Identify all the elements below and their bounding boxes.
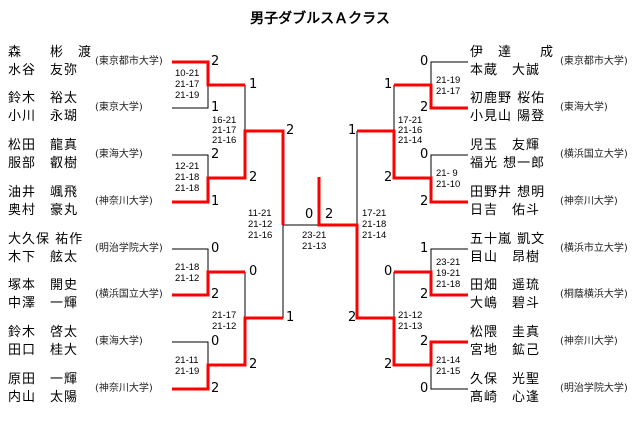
games-won: 2	[384, 357, 393, 372]
university-label: (横浜国立大学)	[560, 149, 628, 160]
match-score: 21-12 21-13	[398, 310, 423, 332]
university-label: (神奈川大学)	[95, 196, 153, 207]
player-name: 田野井 想明	[470, 185, 546, 200]
games-won: 2	[420, 334, 429, 349]
university-label: (東海大学)	[95, 336, 143, 347]
university-label: (神奈川大学)	[560, 336, 618, 347]
university-label: (東海大学)	[95, 149, 143, 160]
player-name: 中澤 一輝	[8, 296, 79, 311]
games-won: 0	[211, 334, 220, 349]
match-score: 23-21 21-13	[302, 230, 327, 252]
player-name: 奥村 豪丸	[8, 203, 79, 218]
university-label: (東京大学)	[95, 102, 143, 113]
match-score: 21-19 21-17	[436, 75, 461, 97]
player-name: 木下 舷太	[8, 250, 79, 265]
player-name: 森 彬 渡	[8, 45, 93, 60]
player-name: 大嶋 碧斗	[470, 296, 541, 311]
games-won: 2	[325, 207, 334, 222]
match-score: 21-14 21-15	[436, 355, 461, 377]
player-name: 油井 颯飛	[8, 185, 79, 200]
games-won: 1	[211, 194, 220, 209]
match-score: 16-21 21-17 21-16	[212, 115, 237, 146]
games-won: 2	[420, 287, 429, 302]
games-won: 2	[348, 310, 357, 325]
games-won: 0	[420, 147, 429, 162]
games-won: 2	[249, 170, 258, 185]
games-won: 0	[420, 54, 429, 69]
games-won: 2	[211, 381, 220, 396]
player-name: 初鹿野 桜佑	[470, 91, 546, 106]
player-name: 服部 叡樹	[8, 156, 79, 171]
player-name: 髙崎 心逢	[470, 390, 541, 405]
player-name: 五十嵐 凱文	[470, 232, 546, 247]
university-label: (明治学院大学)	[560, 383, 628, 394]
games-won: 1	[286, 310, 295, 325]
match-score: 23-21 19-21 21-18	[436, 257, 461, 290]
player-name: 伊 達 成	[470, 45, 555, 60]
games-won: 2	[286, 123, 295, 138]
games-won: 2	[211, 287, 220, 302]
games-won: 2	[384, 170, 393, 185]
player-name: 日吉 佑斗	[470, 203, 541, 218]
games-won: 2	[249, 357, 258, 372]
match-score: 21- 9 21-10	[436, 168, 461, 190]
player-name: 小川 永瑚	[8, 109, 79, 124]
university-label: (東海大学)	[560, 102, 608, 113]
player-name: 本蔵 大誠	[470, 63, 541, 78]
university-label: (横浜国立大学)	[95, 289, 163, 300]
university-label: (東京都市大学)	[95, 56, 163, 67]
university-label: (明治学院大学)	[95, 243, 163, 254]
player-name: 松田 龍真	[8, 138, 79, 153]
player-name: 水谷 友弥	[8, 63, 79, 78]
player-name: 原田 一輝	[8, 372, 79, 387]
games-won: 1	[384, 77, 393, 92]
player-name: 田畑 遥琉	[470, 278, 541, 293]
player-name: 鈴木 啓太	[8, 325, 79, 340]
games-won: 2	[211, 54, 220, 69]
games-won: 2	[420, 194, 429, 209]
university-label: (桐蔭横浜大学)	[560, 289, 628, 300]
university-label: (東京都市大学)	[560, 56, 628, 67]
player-name: 鈴木 裕太	[8, 91, 79, 106]
player-name: 田口 桂大	[8, 343, 79, 358]
match-score: 21-11 21-19	[175, 355, 200, 377]
player-name: 目山 昂樹	[470, 250, 541, 265]
games-won: 2	[420, 100, 429, 115]
games-won: 0	[420, 381, 429, 396]
games-won: 2	[211, 147, 220, 162]
match-score: 11-21 21-12 21-16	[248, 208, 273, 241]
player-name: 小見山 陽登	[470, 109, 546, 124]
page-title: 男子ダブルスＡクラス	[250, 11, 390, 27]
player-name: 福光 想一郎	[470, 156, 546, 171]
player-name: 久保 光聖	[470, 372, 541, 387]
games-won: 1	[249, 77, 258, 92]
games-won: 1	[420, 241, 429, 256]
match-score: 17-21 21-16 21-14	[398, 115, 423, 146]
games-won: 1	[211, 100, 220, 115]
player-name: 宮地 鉱己	[470, 343, 541, 358]
games-won: 0	[305, 207, 314, 222]
player-name: 内山 太陽	[8, 390, 79, 405]
games-won: 0	[211, 241, 220, 256]
match-score: 10-21 21-17 21-19	[175, 68, 200, 101]
university-label: (横浜市立大学)	[560, 243, 628, 254]
games-won: 0	[249, 264, 258, 279]
player-name: 児玉 友輝	[470, 138, 541, 153]
games-won: 0	[384, 264, 393, 279]
match-score: 17-21 21-18 21-14	[362, 208, 387, 241]
match-score: 21-18 21-12	[175, 262, 200, 284]
university-label: (神奈川大学)	[95, 383, 153, 394]
match-score: 12-21 21-18 21-18	[175, 161, 200, 194]
games-won: 1	[348, 123, 357, 138]
match-score: 21-17 21-12	[212, 310, 237, 332]
player-name: 塚本 開史	[8, 278, 79, 293]
university-label: (神奈川大学)	[560, 196, 618, 207]
player-name: 松隈 圭真	[470, 325, 541, 340]
player-name: 大久保 祐作	[8, 232, 84, 247]
